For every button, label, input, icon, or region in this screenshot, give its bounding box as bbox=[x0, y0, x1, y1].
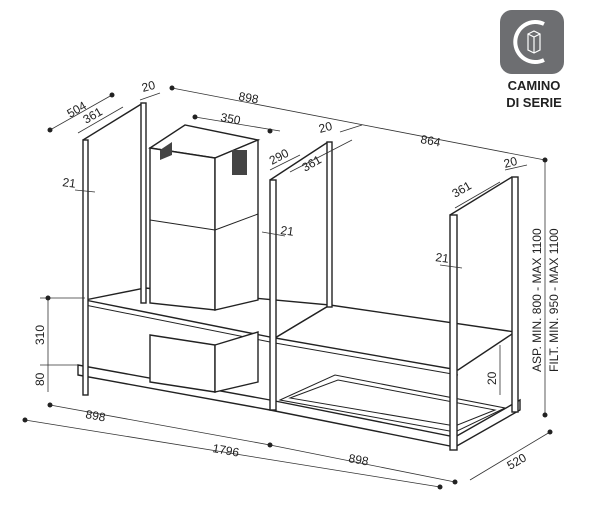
dim-898-top: 898 bbox=[237, 89, 259, 106]
dim-1796: 1796 bbox=[211, 441, 240, 459]
vent-grille bbox=[232, 150, 247, 175]
dim-20-shelf: 20 bbox=[485, 371, 499, 385]
dim-290: 290 bbox=[267, 146, 292, 168]
dim-520: 520 bbox=[505, 450, 530, 472]
dim-898-bottom-left: 898 bbox=[84, 407, 106, 424]
chimney-c-icon bbox=[513, 20, 545, 64]
dim-864: 864 bbox=[419, 132, 441, 149]
badge-line2: DI SERIE bbox=[506, 95, 562, 110]
frame bbox=[82, 102, 519, 451]
dim-898-bottom-right: 898 bbox=[347, 451, 369, 468]
dim-20-mid: 20 bbox=[317, 119, 334, 136]
camino-di-serie-logo bbox=[500, 10, 564, 74]
dim-361-mid: 361 bbox=[300, 152, 325, 174]
dim-361-right: 361 bbox=[450, 178, 475, 200]
dim-21-right: 21 bbox=[435, 250, 450, 266]
dimension-lines bbox=[22, 85, 553, 490]
badge-line1: CAMINO bbox=[507, 78, 561, 93]
dim-310: 310 bbox=[33, 325, 47, 345]
badge-label: CAMINO DI SERIE bbox=[496, 77, 572, 111]
dim-80: 80 bbox=[33, 372, 47, 386]
dim-20-left: 20 bbox=[140, 78, 157, 95]
dim-21-left: 21 bbox=[62, 175, 77, 191]
dim-350: 350 bbox=[219, 110, 241, 127]
dimension-labels: 504 361 20 898 350 290 21 21 20 361 864 … bbox=[33, 78, 561, 473]
dim-20-right: 20 bbox=[502, 154, 519, 171]
dim-21-mid: 21 bbox=[280, 223, 295, 239]
asp-height-range: ASP. MIN. 800 - MAX 1100 bbox=[530, 228, 544, 372]
chimney bbox=[148, 124, 261, 393]
filt-height-range: FILT. MIN. 950 - MAX 1100 bbox=[547, 228, 561, 372]
